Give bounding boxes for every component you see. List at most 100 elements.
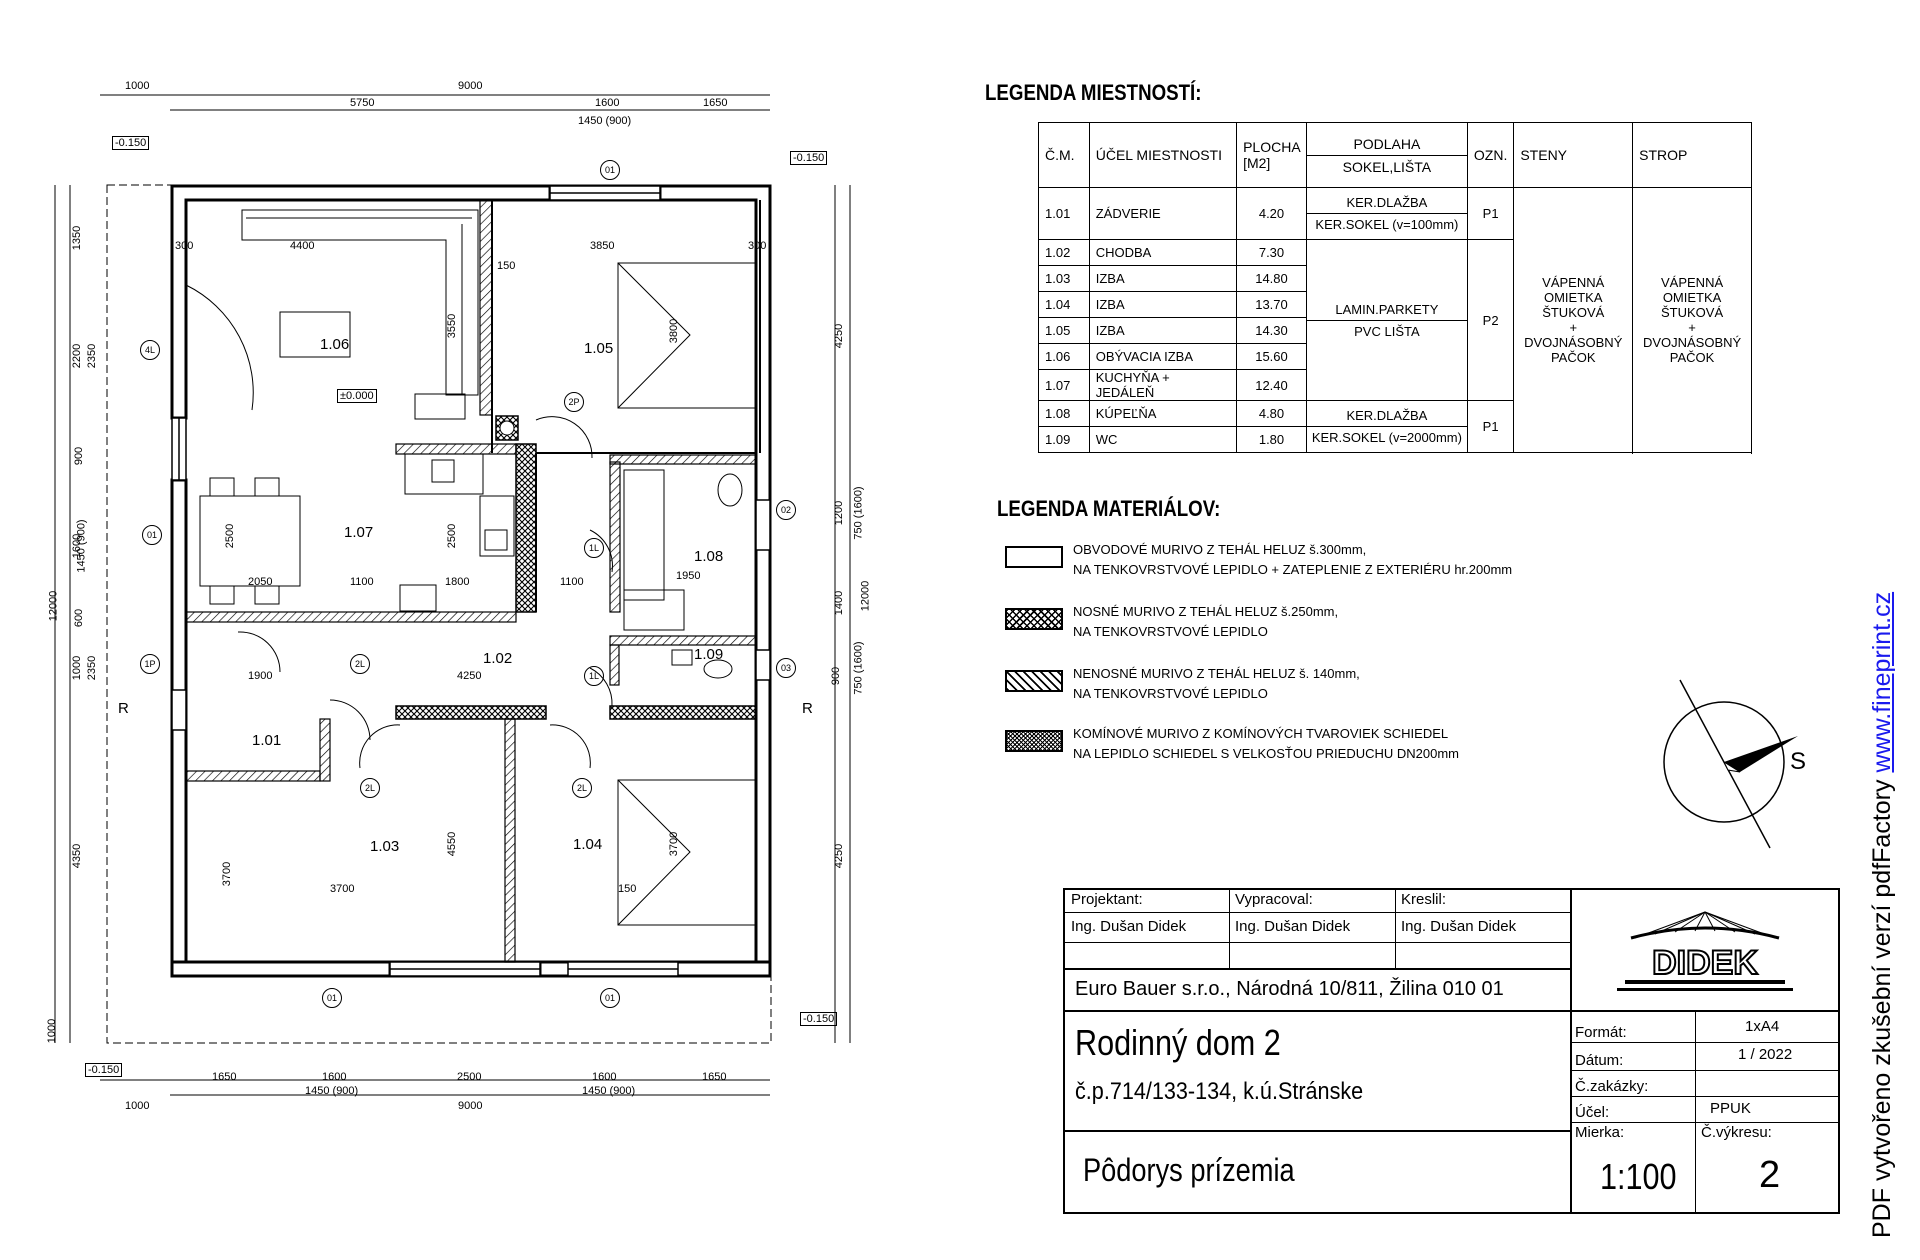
level-mark: -0.150 bbox=[800, 1012, 838, 1026]
dimension: 1450 (900) bbox=[578, 115, 632, 127]
walls-line: DVOJNÁSOBNÝ bbox=[1524, 335, 1623, 350]
door-tag: 2L bbox=[360, 778, 380, 798]
dimension: 9000 bbox=[458, 80, 483, 92]
designer-label: Projektant: bbox=[1071, 891, 1143, 908]
drawn-label: Kreslil: bbox=[1401, 891, 1447, 908]
header-purpose: ÚČEL MIESTNOSTI bbox=[1088, 122, 1238, 188]
dimension: 1000 bbox=[125, 1100, 150, 1112]
dimension: 3700 bbox=[221, 861, 234, 887]
scale-value: 1:100 bbox=[1600, 1156, 1677, 1197]
section-mark: R bbox=[802, 700, 813, 717]
beds bbox=[617, 262, 757, 926]
plan-labels: -0.150 -0.150 -0.150 -0.150 ±0.000 1000 … bbox=[46, 80, 872, 1112]
door-tag: 1L bbox=[584, 666, 604, 686]
prepared-label: Vypracoval: bbox=[1235, 891, 1313, 908]
drawn-name: Ing. Dušan Didek bbox=[1401, 918, 1517, 935]
dimension: 1400 bbox=[833, 590, 846, 616]
company-address: Euro Bauer s.r.o., Národná 10/811, Žilin… bbox=[1075, 978, 1504, 1000]
material-swatch-partition bbox=[1005, 670, 1063, 692]
material-text: NENOSNÉ MURIVO Z TEHÁL HELUZ š. 140mm, bbox=[1073, 666, 1360, 681]
chimney-flue bbox=[499, 420, 515, 436]
dimension: 1100 bbox=[560, 576, 584, 588]
material-text: NA TENKOVRSTVOVÉ LEPIDLO + ZATEPLENIE Z … bbox=[1073, 562, 1513, 577]
floor-line1: KER.DLAŽBA bbox=[1346, 408, 1428, 423]
purpose-label: Účel: bbox=[1575, 1104, 1610, 1121]
dimension: 1650 bbox=[703, 97, 728, 109]
cell-num: 1.02 bbox=[1038, 239, 1090, 266]
cell-purpose: KÚPEĽŇA bbox=[1088, 400, 1238, 427]
project-name: Rodinný dom 2 bbox=[1075, 1022, 1281, 1063]
room-label: 1.07 bbox=[344, 524, 374, 541]
dimension: 3700 bbox=[330, 883, 355, 895]
cell-area: 14.80 bbox=[1236, 265, 1307, 292]
dimension: 4400 bbox=[290, 240, 315, 252]
cell-walls: VÁPENNÁ OMIETKA ŠTUKOVÁ + DVOJNÁSOBNÝ PA… bbox=[1513, 187, 1634, 453]
logo-text: DIDEK bbox=[1652, 944, 1758, 982]
watermark-text: PDF vytvořeno zkušební verzí pdfFactory bbox=[1868, 779, 1896, 1238]
walls-line: PAČOK bbox=[1550, 350, 1596, 365]
dimension: 1600 bbox=[592, 1071, 617, 1083]
cell-num: 1.08 bbox=[1038, 400, 1090, 427]
dimension: 900 bbox=[73, 446, 86, 466]
window-tag: 01 bbox=[322, 988, 342, 1008]
ceiling-line: DVOJNÁSOBNÝ bbox=[1642, 335, 1742, 350]
cell-num: 1.04 bbox=[1038, 291, 1090, 318]
dimension: 150 bbox=[497, 260, 516, 272]
living-furniture bbox=[199, 209, 479, 605]
cell-purpose: CHODBA bbox=[1088, 239, 1238, 266]
door-tag: 2P bbox=[564, 392, 584, 412]
sheet-number: 2 bbox=[1759, 1154, 1781, 1196]
exterior-windows bbox=[171, 185, 771, 977]
cell-area: 13.70 bbox=[1236, 291, 1307, 318]
window-tag: 02 bbox=[776, 500, 796, 520]
partition-walls bbox=[185, 199, 757, 963]
cell-area: 12.40 bbox=[1236, 369, 1307, 401]
floor-line1: LAMIN.PARKETY bbox=[1335, 301, 1439, 317]
cell-code: P1 bbox=[1466, 400, 1515, 453]
dimension: 150 bbox=[618, 883, 637, 895]
dimension: 300 bbox=[175, 240, 194, 252]
cell-num: 1.01 bbox=[1038, 187, 1090, 240]
door-tag: 2L bbox=[350, 654, 370, 674]
window-tag: 03 bbox=[776, 658, 796, 678]
dimension: 1000 bbox=[71, 655, 84, 681]
header-floor-sub: SOKEL,LIŠTA bbox=[1306, 154, 1467, 175]
cell-ceiling: VÁPENNÁ OMIETKA ŠTUKOVÁ + DVOJNÁSOBNÝ PA… bbox=[1632, 187, 1752, 453]
dimension: 9000 bbox=[458, 1100, 483, 1112]
scale-label: Mierka: bbox=[1575, 1124, 1625, 1141]
north-arrow bbox=[1663, 679, 1798, 849]
room-legend-table: Č.M. ÚČEL MIESTNOSTI PLOCHA [M2] PODLAHA… bbox=[1038, 122, 1752, 453]
drawing-name: Pôdorys prízemia bbox=[1083, 1152, 1295, 1188]
door-tag: 2L bbox=[572, 778, 592, 798]
dimension: 1200 bbox=[833, 500, 846, 526]
walls-line: VÁPENNÁ bbox=[1542, 275, 1605, 290]
ceiling-line: ŠTUKOVÁ bbox=[1661, 305, 1724, 320]
room-legend-title: LEGENDA MIESTNOSTÍ: bbox=[985, 80, 1202, 105]
material-legend-title: LEGENDA MATERIÁLOV: bbox=[997, 496, 1221, 521]
material-text: OBVODOVÉ MURIVO Z TEHÁL HELUZ š.300mm, bbox=[1073, 542, 1367, 557]
header-area: PLOCHA [M2] bbox=[1236, 122, 1307, 188]
cell-floor: KER.DLAŽBA KER.SOKEL (v=2000mm) bbox=[1305, 400, 1468, 453]
ceiling-line: + bbox=[1688, 320, 1696, 335]
watermark-link[interactable]: www.fineprint.cz bbox=[1868, 591, 1896, 773]
prepared-name: Ing. Dušan Didek bbox=[1235, 918, 1351, 935]
room-label: 1.04 bbox=[573, 836, 603, 853]
dimension: 12000 bbox=[859, 580, 872, 612]
title-block: Projektant: Ing. Dušan Didek Vypracoval:… bbox=[1063, 888, 1840, 1214]
cell-area: 1.80 bbox=[1236, 426, 1307, 453]
floor-line2: KER.SOKEL (v=2000mm) bbox=[1306, 426, 1467, 445]
cell-area: 4.20 bbox=[1236, 187, 1307, 240]
dimension: 4250 bbox=[833, 843, 846, 869]
cell-purpose: IZBA bbox=[1088, 291, 1238, 318]
cell-purpose: IZBA bbox=[1088, 265, 1238, 292]
header-ceiling: STROP bbox=[1632, 122, 1752, 188]
room-label: 1.08 bbox=[694, 548, 724, 565]
